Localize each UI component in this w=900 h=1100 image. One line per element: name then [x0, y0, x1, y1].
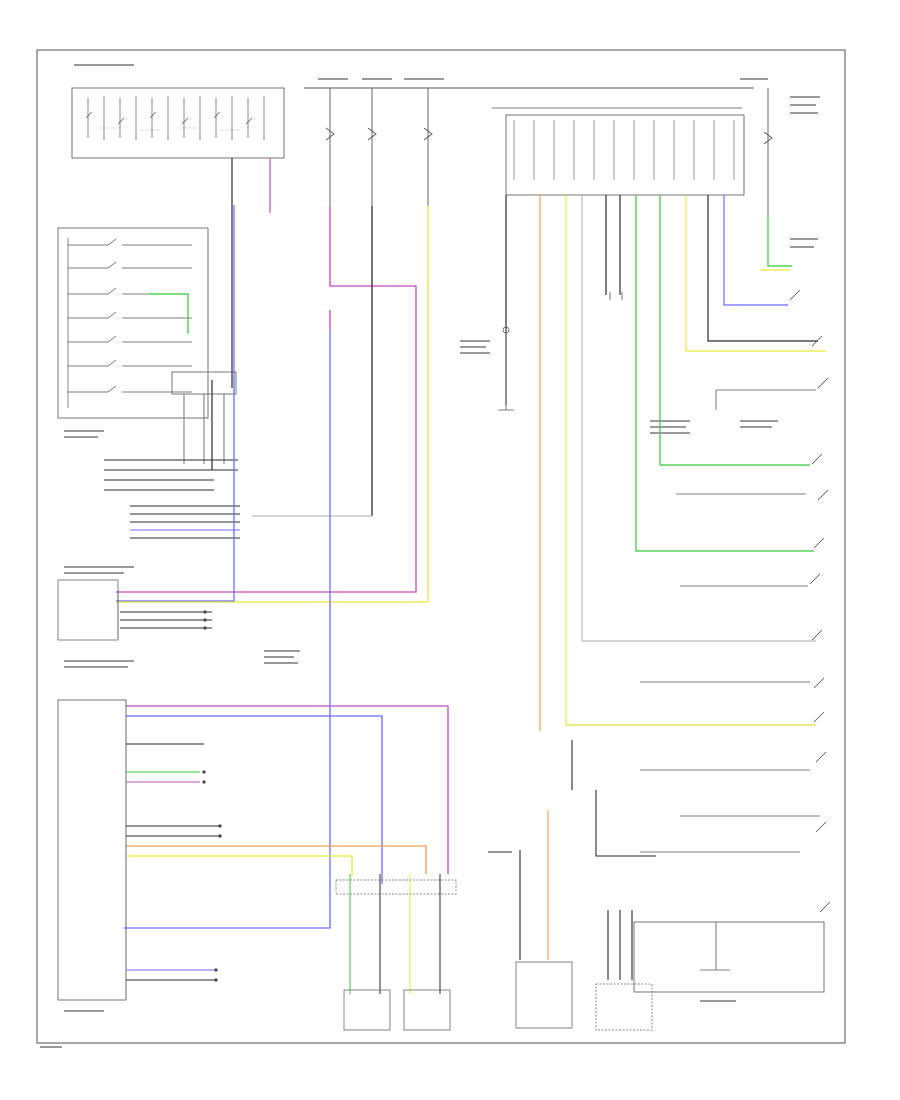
fuse-bus-top [304, 87, 773, 216]
left-mid-signal-rows [104, 459, 240, 539]
diagram-border [36, 49, 846, 1044]
top-left-switch-module [71, 87, 285, 159]
instrument-cluster-module [57, 699, 222, 1001]
left-mid-connectors [171, 371, 237, 464]
top-right-connector-block [492, 107, 745, 196]
main-routing-wires [116, 206, 449, 929]
right-bottom-modules [515, 961, 653, 1031]
right-vertical-bundle [505, 195, 826, 731]
right-side-switches [633, 289, 831, 993]
bottom-center-connectors [335, 874, 457, 1031]
left-switch-panel [57, 227, 209, 419]
module-mid-left [57, 579, 212, 641]
label-ticks [40, 64, 820, 1048]
left-feed-wires [148, 158, 271, 470]
right-lower-bundle [488, 740, 656, 980]
center-sensor [498, 292, 623, 411]
